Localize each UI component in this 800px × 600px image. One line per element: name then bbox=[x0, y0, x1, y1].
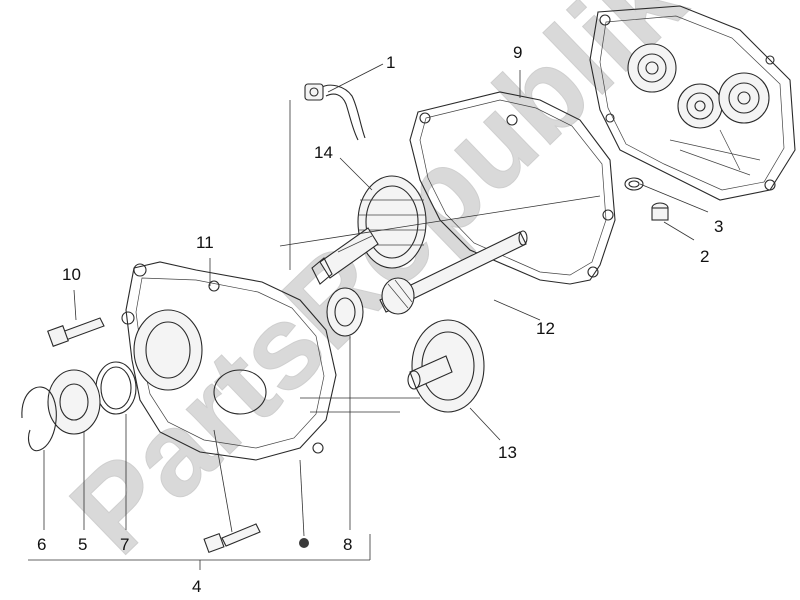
gear-13 bbox=[407, 319, 485, 413]
callout-4: 4 bbox=[192, 577, 201, 596]
drain-plug bbox=[651, 202, 669, 221]
shaft-12 bbox=[379, 230, 528, 315]
watermark-text: PartsRepublik bbox=[46, 0, 709, 579]
bolt-11 bbox=[203, 523, 261, 554]
gear-14-shaft bbox=[311, 175, 427, 285]
callout-1: 1 bbox=[386, 53, 395, 72]
callout-6: 6 bbox=[37, 535, 46, 554]
callout-10: 10 bbox=[62, 265, 81, 284]
callout-14: 14 bbox=[314, 143, 333, 162]
callout-2: 2 bbox=[700, 247, 709, 266]
callout-11: 11 bbox=[196, 233, 214, 252]
reference-dot bbox=[299, 538, 309, 548]
callout-12: 12 bbox=[536, 319, 555, 338]
sensor-with-cable bbox=[304, 83, 366, 141]
gasket bbox=[409, 91, 616, 285]
bolt-10 bbox=[47, 317, 105, 347]
seal-7 bbox=[95, 361, 137, 415]
callout-5: 5 bbox=[78, 535, 87, 554]
bearing-8 bbox=[326, 287, 364, 337]
circlip-6 bbox=[21, 386, 57, 452]
washer bbox=[624, 177, 644, 191]
callout-9: 9 bbox=[513, 43, 522, 62]
callout-labels: 1 2 3 4 5 6 7 8 9 10 11 12 13 14 bbox=[37, 43, 723, 596]
callout-13: 13 bbox=[498, 443, 517, 462]
bearing-5 bbox=[47, 369, 101, 435]
transmission-cover bbox=[121, 261, 337, 461]
leader-lines bbox=[28, 63, 709, 570]
watermark: PartsRepublik bbox=[46, 0, 710, 579]
callout-8: 8 bbox=[343, 535, 352, 554]
callout-3: 3 bbox=[714, 217, 723, 236]
callout-7: 7 bbox=[120, 535, 129, 554]
gearbox-housing bbox=[589, 5, 796, 201]
